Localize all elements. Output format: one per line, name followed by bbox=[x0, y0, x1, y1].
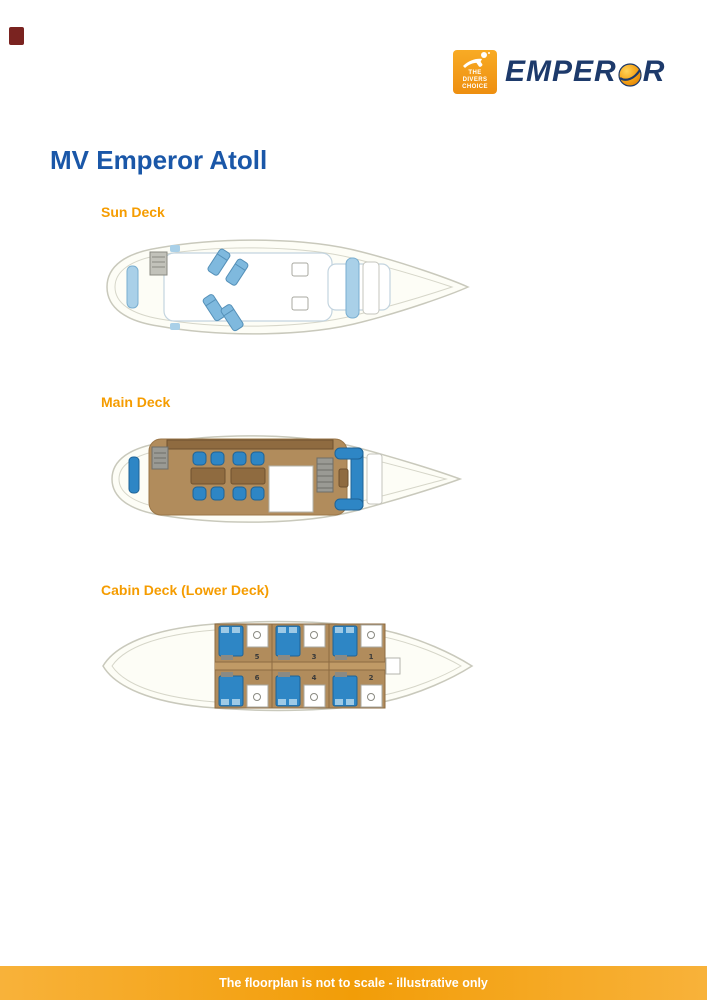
bar-counter bbox=[166, 439, 334, 450]
lounge-sofa bbox=[334, 447, 364, 511]
corridor bbox=[215, 662, 385, 670]
footer-note: The floorplan is not to scale - illustra… bbox=[219, 976, 488, 990]
wordmark-prefix: EMPER bbox=[505, 55, 617, 88]
cabin-number: 1 bbox=[369, 653, 374, 661]
closet bbox=[221, 655, 233, 660]
deck-hatch bbox=[149, 251, 168, 276]
toilet-icon bbox=[253, 693, 261, 701]
divers-choice-badge: THE DIVERS CHOICE bbox=[453, 50, 497, 94]
gunwale-line bbox=[111, 627, 462, 705]
sun-lounger bbox=[202, 294, 226, 322]
emperor-logo: THE DIVERS CHOICE EMPER bbox=[453, 50, 665, 94]
cabin-deck-label: Cabin Deck (Lower Deck) bbox=[101, 582, 270, 598]
emperor-wordmark: EMPER R bbox=[505, 55, 665, 89]
cabin: 2 bbox=[332, 672, 383, 708]
sun-lounger bbox=[207, 248, 231, 276]
cabinet bbox=[151, 446, 169, 470]
cabin-deck-diagram: 5 3 1 6 bbox=[102, 620, 474, 712]
pillow bbox=[289, 699, 297, 705]
toilet-icon bbox=[253, 631, 261, 639]
pillow bbox=[278, 627, 286, 633]
bow-locker bbox=[366, 453, 383, 505]
page-title: MV Emperor Atoll bbox=[50, 145, 268, 175]
cabin: 6 bbox=[218, 672, 269, 708]
sun-deck-label: Sun Deck bbox=[101, 204, 165, 220]
side-bench bbox=[126, 265, 139, 309]
cabin-number: 3 bbox=[312, 653, 317, 661]
closet bbox=[221, 672, 233, 677]
stairs bbox=[316, 457, 334, 493]
side-bench bbox=[128, 456, 140, 494]
dining-table bbox=[190, 467, 226, 485]
sun-lounger bbox=[225, 258, 249, 286]
pillow bbox=[232, 699, 240, 705]
closet bbox=[278, 655, 290, 660]
pillow bbox=[346, 627, 354, 633]
closet bbox=[335, 655, 347, 660]
closet bbox=[335, 672, 347, 677]
badge-line: THE bbox=[468, 70, 482, 76]
gunwale-line bbox=[114, 247, 454, 327]
badge-line: CHOICE bbox=[462, 84, 488, 90]
pillow bbox=[278, 699, 286, 705]
main-deck-diagram bbox=[111, 435, 463, 523]
bow-locker bbox=[362, 261, 380, 315]
toilet-icon bbox=[367, 693, 375, 701]
diver-icon bbox=[463, 52, 490, 68]
cabin-number: 2 bbox=[369, 674, 374, 682]
galley bbox=[268, 465, 314, 513]
cabin: 4 bbox=[275, 672, 326, 708]
cabin: 1 bbox=[332, 624, 383, 661]
toilet-icon bbox=[310, 693, 318, 701]
dining-chairs bbox=[192, 451, 265, 501]
footer-bar: The floorplan is not to scale - illustra… bbox=[0, 966, 707, 1000]
globe-o-icon bbox=[618, 61, 642, 87]
sun-deck-diagram bbox=[106, 239, 470, 335]
pillow bbox=[232, 627, 240, 633]
pillow bbox=[289, 627, 297, 633]
main-deck-label: Main Deck bbox=[101, 394, 171, 410]
wordmark-suffix: R bbox=[642, 55, 666, 88]
corner-mark bbox=[9, 27, 24, 45]
side-table bbox=[291, 296, 309, 311]
pillow bbox=[221, 627, 229, 633]
cabin-number: 6 bbox=[255, 674, 260, 682]
toilet-icon bbox=[310, 631, 318, 639]
cabin: 3 bbox=[275, 624, 326, 661]
coffee-table bbox=[338, 468, 349, 488]
dining-table bbox=[230, 467, 266, 485]
cabin-number: 4 bbox=[312, 674, 317, 682]
cabin: 5 bbox=[218, 624, 269, 661]
pillow bbox=[346, 699, 354, 705]
stairwell bbox=[385, 657, 401, 675]
step-pad bbox=[170, 323, 180, 330]
step-pad bbox=[170, 245, 180, 252]
bow-bench bbox=[345, 257, 360, 319]
closet bbox=[278, 672, 290, 677]
side-table bbox=[291, 262, 309, 277]
badge-line: DIVERS bbox=[462, 77, 488, 83]
sun-lounger bbox=[220, 304, 244, 332]
pillow bbox=[221, 699, 229, 705]
toilet-icon bbox=[367, 631, 375, 639]
cabin-number: 5 bbox=[255, 653, 260, 661]
pillow bbox=[335, 699, 343, 705]
pillow bbox=[335, 627, 343, 633]
